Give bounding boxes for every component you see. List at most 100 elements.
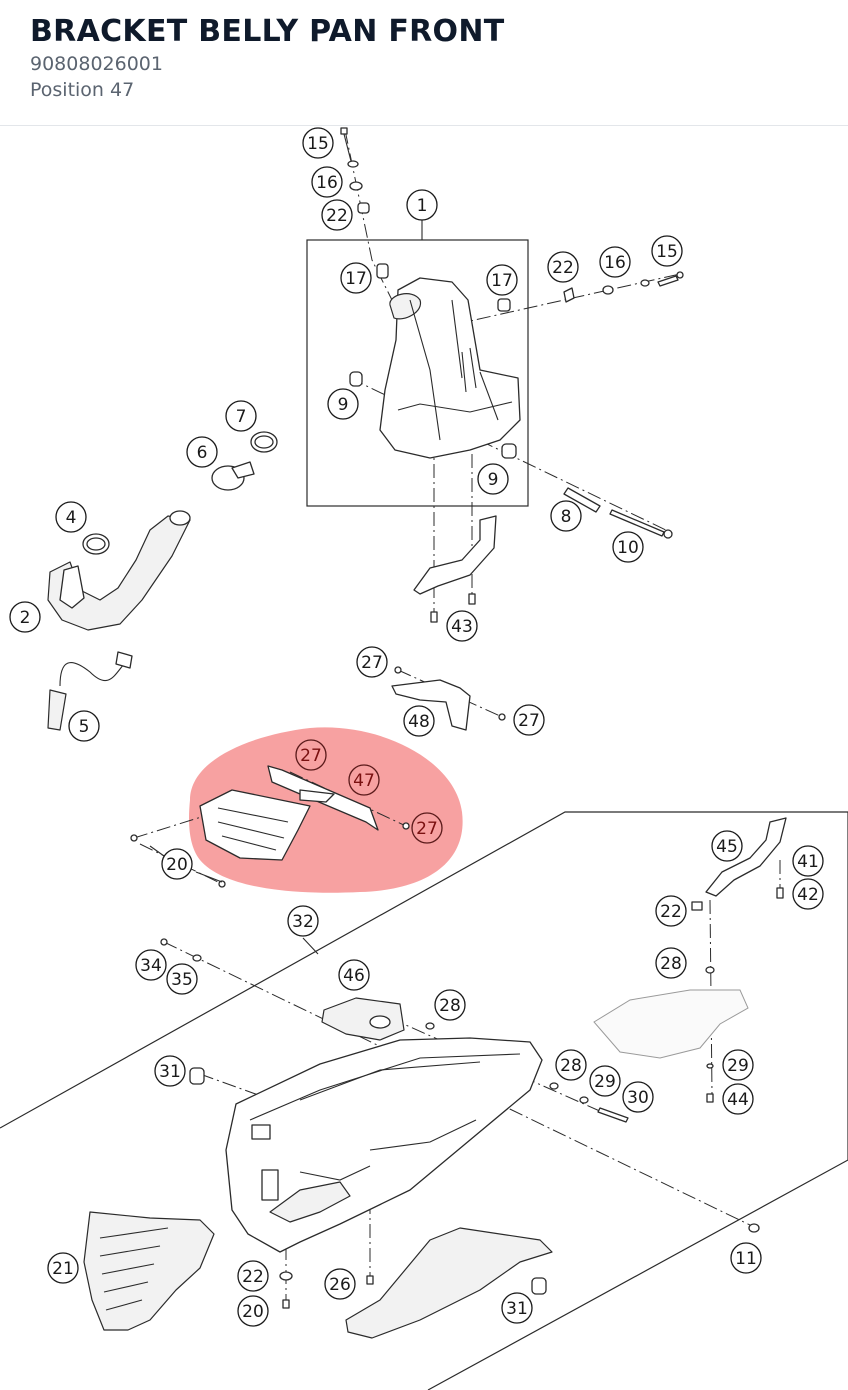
callout-45[interactable]: 45 xyxy=(711,830,743,862)
callout-label: 32 xyxy=(292,912,314,932)
callout-47[interactable]: 47 xyxy=(348,764,380,796)
callout-label: 21 xyxy=(52,1259,74,1279)
callout-label: 8 xyxy=(561,507,572,527)
callout-label: 47 xyxy=(353,771,375,791)
callout-label: 35 xyxy=(171,970,193,990)
callout-label: 9 xyxy=(488,470,499,490)
callout-20[interactable]: 20 xyxy=(161,848,193,880)
callout-label: 22 xyxy=(242,1267,264,1287)
callout-5[interactable]: 5 xyxy=(68,710,100,742)
callout-label: 7 xyxy=(236,407,247,427)
callout-label: 29 xyxy=(594,1072,616,1092)
muffler-drawing xyxy=(340,127,684,623)
callout-28[interactable]: 28 xyxy=(655,947,687,979)
callout-22[interactable]: 22 xyxy=(655,895,687,927)
callout-15[interactable]: 15 xyxy=(302,127,334,159)
callout-43[interactable]: 43 xyxy=(446,610,478,642)
callout-42[interactable]: 42 xyxy=(792,878,824,910)
callout-label: 28 xyxy=(560,1056,582,1076)
callout-leaders xyxy=(149,220,423,955)
part-title: BRACKET BELLY PAN FRONT xyxy=(30,14,505,49)
muffler-group-frame xyxy=(306,239,529,507)
callout-6[interactable]: 6 xyxy=(186,436,218,468)
callout-27[interactable]: 27 xyxy=(411,812,443,844)
callout-label: 4 xyxy=(66,508,77,528)
callout-label: 42 xyxy=(797,885,819,905)
callout-label: 34 xyxy=(140,956,162,976)
callout-label: 31 xyxy=(159,1062,181,1082)
callout-27[interactable]: 27 xyxy=(295,739,327,771)
callout-label: 29 xyxy=(727,1056,749,1076)
callout-label: 30 xyxy=(627,1088,649,1108)
callout-label: 5 xyxy=(79,717,90,737)
callout-27[interactable]: 27 xyxy=(356,646,388,678)
callout-28[interactable]: 28 xyxy=(555,1049,587,1081)
callout-10[interactable]: 10 xyxy=(612,531,644,563)
callout-label: 1 xyxy=(417,196,428,216)
bracket-47-drawing xyxy=(130,765,410,888)
callout-16[interactable]: 16 xyxy=(311,166,343,198)
belly-pan-drawing xyxy=(83,817,787,1339)
callout-label: 15 xyxy=(656,242,678,262)
callout-label: 20 xyxy=(242,1302,264,1322)
callout-27[interactable]: 27 xyxy=(513,704,545,736)
callout-label: 31 xyxy=(506,1299,528,1319)
callout-label: 17 xyxy=(345,269,367,289)
callout-16[interactable]: 16 xyxy=(599,246,631,278)
callout-30[interactable]: 30 xyxy=(622,1081,654,1113)
callout-22[interactable]: 22 xyxy=(237,1260,269,1292)
callout-20[interactable]: 20 xyxy=(237,1295,269,1327)
callout-label: 15 xyxy=(307,134,329,154)
callout-label: 6 xyxy=(197,443,208,463)
callout-15[interactable]: 15 xyxy=(651,235,683,267)
callout-label: 11 xyxy=(735,1249,757,1269)
callout-label: 27 xyxy=(361,653,383,673)
callout-22[interactable]: 22 xyxy=(321,199,353,231)
callout-label: 45 xyxy=(716,837,738,857)
callout-1[interactable]: 1 xyxy=(406,189,438,221)
callout-label: 41 xyxy=(797,852,819,872)
callout-21[interactable]: 21 xyxy=(47,1252,79,1284)
callout-label: 20 xyxy=(166,855,188,875)
callout-7[interactable]: 7 xyxy=(225,400,257,432)
callout-48[interactable]: 48 xyxy=(403,705,435,737)
callout-31[interactable]: 31 xyxy=(501,1292,533,1324)
callout-34[interactable]: 34 xyxy=(135,949,167,981)
part-number: 90808026001 xyxy=(30,53,163,75)
callout-label: 10 xyxy=(617,538,639,558)
callout-32[interactable]: 32 xyxy=(287,905,319,937)
belly-pan-group-frame xyxy=(0,811,848,1390)
callout-8[interactable]: 8 xyxy=(550,500,582,532)
callout-label: 28 xyxy=(439,996,461,1016)
callout-9[interactable]: 9 xyxy=(477,463,509,495)
callout-label: 16 xyxy=(604,253,626,273)
callout-label: 16 xyxy=(316,173,338,193)
callout-9[interactable]: 9 xyxy=(327,388,359,420)
callout-29[interactable]: 29 xyxy=(589,1065,621,1097)
callout-17[interactable]: 17 xyxy=(486,264,518,296)
callout-26[interactable]: 26 xyxy=(324,1268,356,1300)
callout-31[interactable]: 31 xyxy=(154,1055,186,1087)
callout-41[interactable]: 41 xyxy=(792,845,824,877)
callout-label: 17 xyxy=(491,271,513,291)
callout-4[interactable]: 4 xyxy=(55,501,87,533)
callout-label: 46 xyxy=(343,966,365,986)
callout-44[interactable]: 44 xyxy=(722,1083,754,1115)
part-position: Position 47 xyxy=(30,79,135,101)
callout-label: 27 xyxy=(300,746,322,766)
callout-46[interactable]: 46 xyxy=(338,959,370,991)
callout-22[interactable]: 22 xyxy=(547,251,579,283)
callout-label: 22 xyxy=(326,206,348,226)
callout-35[interactable]: 35 xyxy=(166,963,198,995)
callout-29[interactable]: 29 xyxy=(722,1049,754,1081)
callout-label: 9 xyxy=(338,395,349,415)
callout-17[interactable]: 17 xyxy=(340,262,372,294)
callout-28[interactable]: 28 xyxy=(434,989,466,1021)
callout-2[interactable]: 2 xyxy=(9,601,41,633)
callout-label: 48 xyxy=(408,712,430,732)
callout-11[interactable]: 11 xyxy=(730,1242,762,1274)
callout-label: 27 xyxy=(518,711,540,731)
page-header: BRACKET BELLY PAN FRONT 90808026001 Posi… xyxy=(0,0,848,126)
